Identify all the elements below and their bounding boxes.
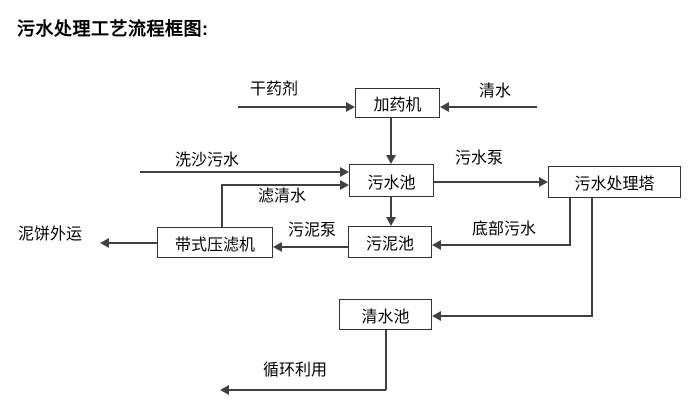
edge-dosing-to-sewage-pool-line [390,118,392,156]
node-treatment-tower: 污水处理塔 [548,166,681,198]
node-clean-water-pool: 清水池 [339,299,432,330]
label-dry-agent: 干药剂 [250,81,299,98]
edge-recycle-use-arrowhead [220,385,229,395]
edge-filtered-water-line [221,184,340,186]
edge-sewage-pump-line [434,181,539,183]
edge-dry-agent-line [238,106,346,108]
edge-clean-water-line [449,106,537,108]
label-sewage-pump: 污水泵 [455,150,504,167]
label-bottom-sewage: 底部污水 [472,221,537,238]
edge-sludge-pump-line [282,246,348,248]
edge-bottom-sewage-arrowhead [432,240,441,250]
edge-sewage-to-sludge-pool-line [390,197,392,217]
page-title: 污水处理工艺流程框图: [17,19,209,39]
label-clean-water: 清水 [479,83,512,100]
edge-filtered-water-arrowhead [340,180,349,190]
edge-mud-cake-out-arrowhead [100,238,109,248]
edge-sewage-to-sludge-pool-arrowhead [386,217,396,226]
edge-sand-washing-sewage-line [140,171,340,173]
edge-clean-water-arrowhead [440,102,449,112]
label-sand-washing-sewage: 洗沙污水 [175,152,240,169]
edge-tower-to-clean-pool-arrowhead [432,311,441,321]
edge-sand-washing-sewage-arrowhead [340,167,349,177]
edge-mud-cake-out-line [109,242,157,244]
edge-filtered-water-riser [221,185,223,227]
edge-sewage-pump-arrowhead [539,177,548,187]
node-sewage-pool: 污水池 [349,164,434,197]
edge-recycle-use-riser [385,330,387,390]
node-belt-filter-press: 带式压滤机 [157,227,273,258]
label-sludge-pump: 污泥泵 [288,222,337,239]
edge-bottom-sewage-line [441,244,571,246]
edge-dosing-to-sewage-pool-arrowhead [386,155,396,164]
edge-tower-to-clean-pool-line [441,315,593,317]
edge-bottom-sewage-riser [569,198,571,246]
edge-recycle-use-line [229,389,386,391]
label-filtered-water: 滤清水 [258,188,307,205]
node-sludge-pool: 污泥池 [348,226,432,258]
edge-sludge-pump-arrowhead [273,242,282,252]
label-mud-cake-out: 泥饼外运 [18,226,83,243]
label-recycle-use: 循环利用 [263,362,328,379]
edge-dry-agent-arrowhead [346,102,355,112]
node-dosing-machine: 加药机 [355,88,440,118]
edge-tower-to-clean-pool-riser [591,198,593,317]
